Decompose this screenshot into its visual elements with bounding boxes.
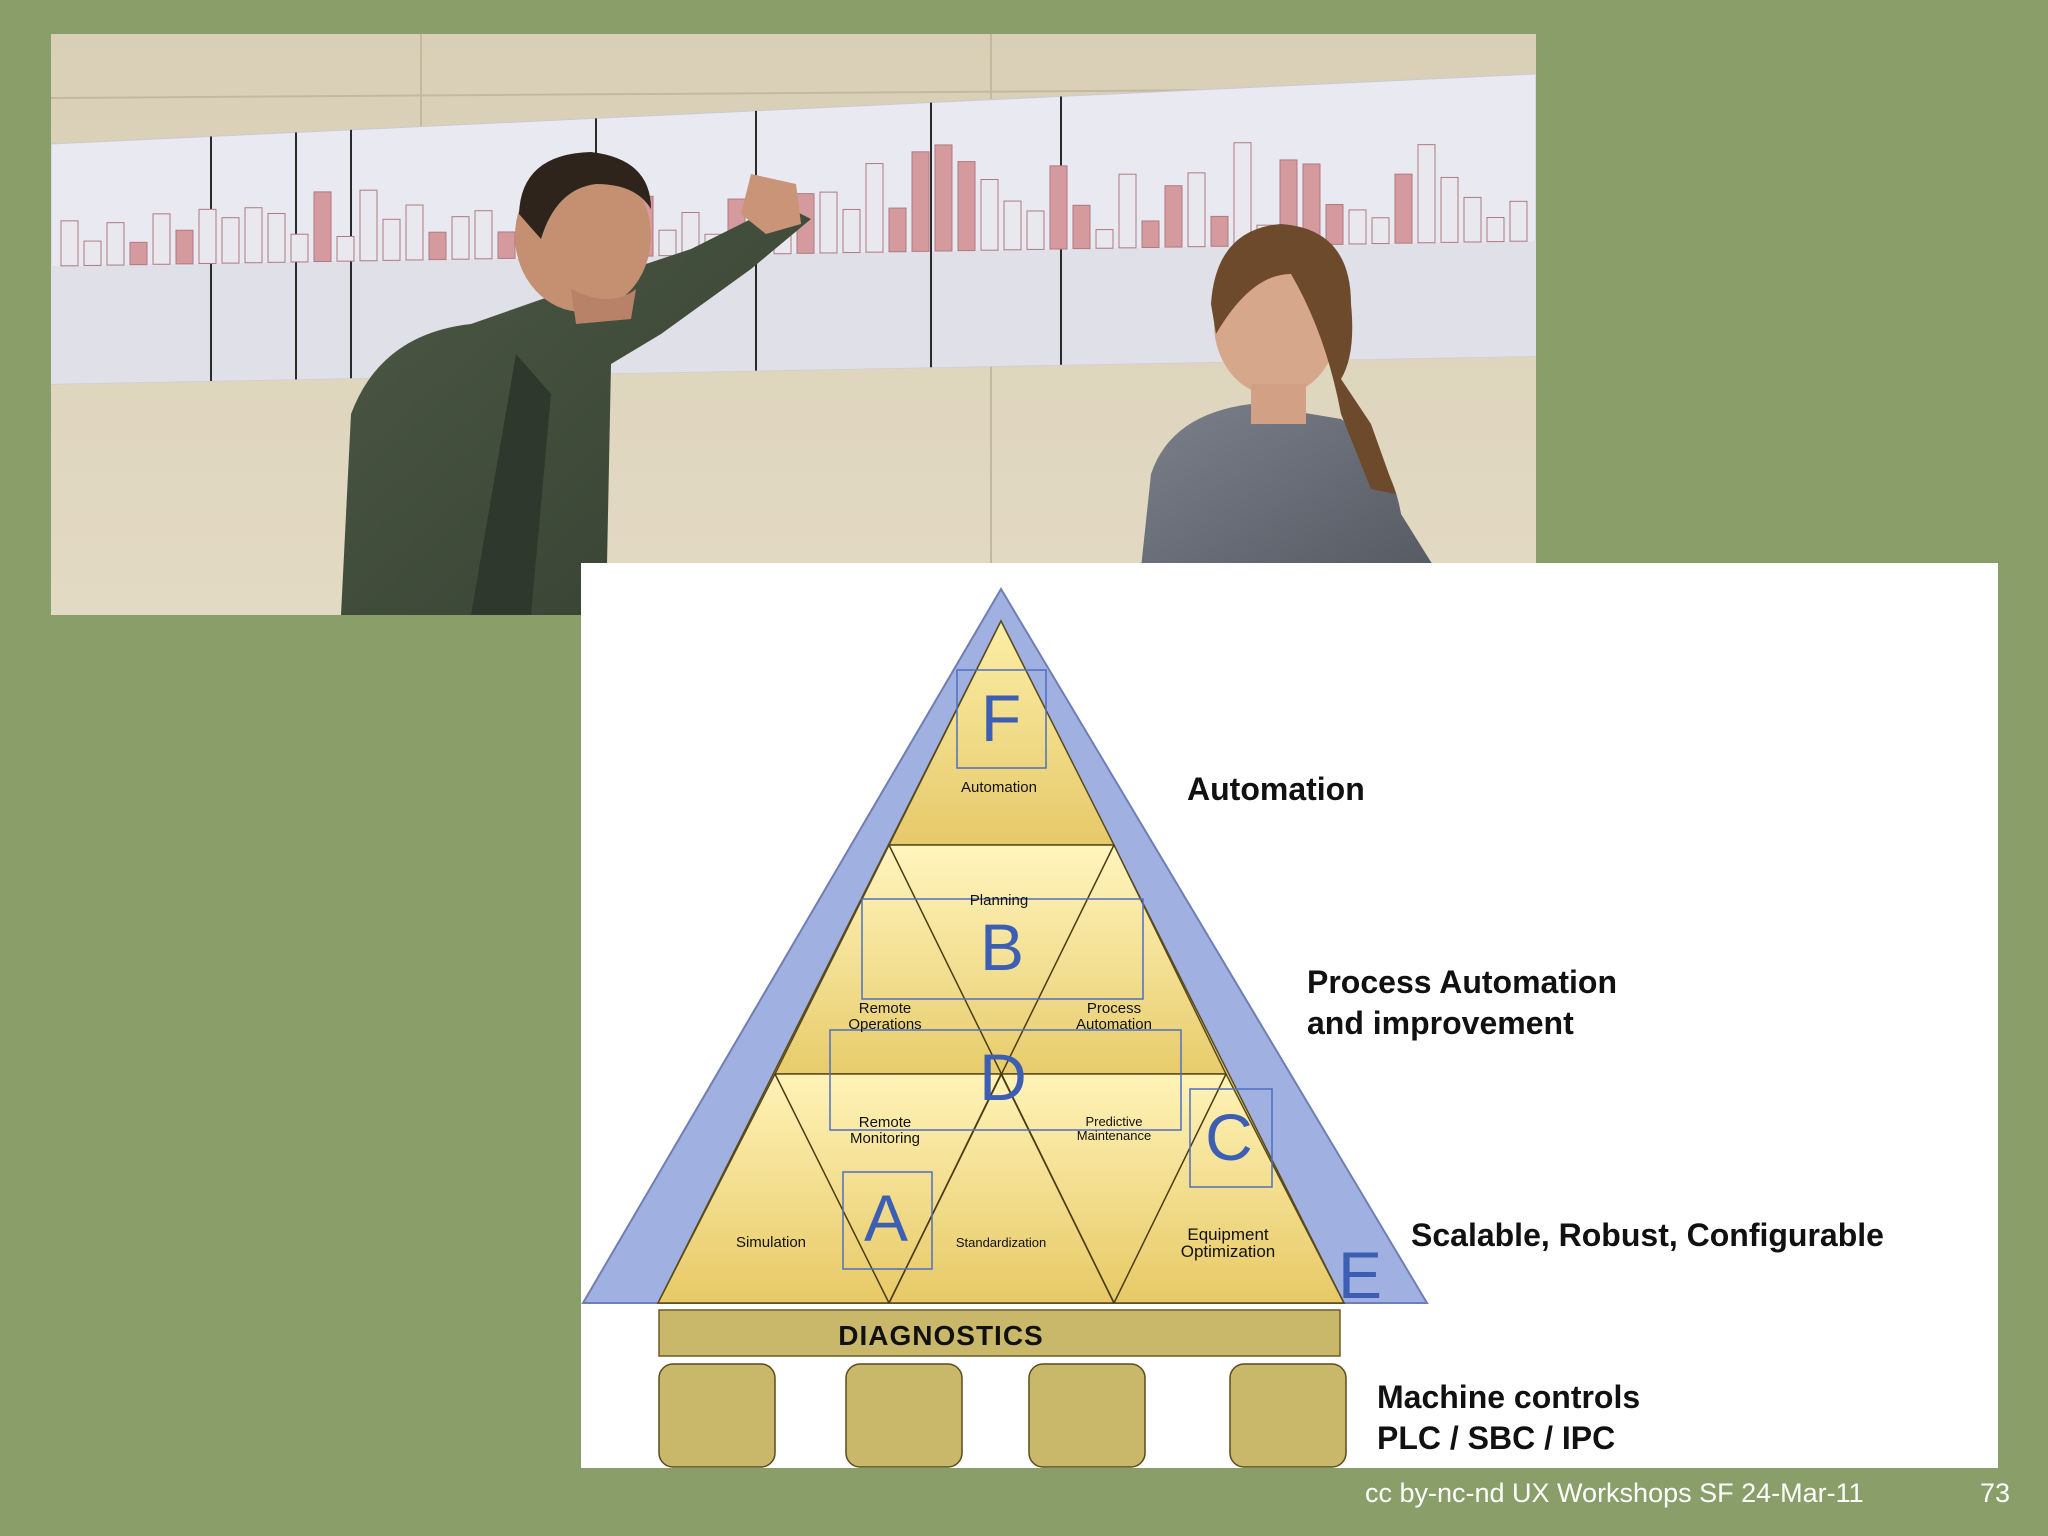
segment-label-equipment-optimization-2: Optimization	[1181, 1242, 1275, 1261]
wall-chart-photo	[51, 34, 1536, 615]
machine-block-2	[845, 1363, 963, 1468]
man-figure	[341, 152, 811, 615]
wall-chart-bars	[60, 142, 1528, 267]
page-number: 73	[1980, 1478, 2011, 1508]
right-label-process-1: Process Automation	[1307, 964, 1617, 1000]
segment-label-automation: Automation	[961, 779, 1037, 796]
region-boxes	[829, 669, 1273, 1270]
pyramid-band-bottom	[656, 1073, 1346, 1304]
layer-letter-f: F	[981, 681, 1021, 755]
footer-credit: cc by-nc-nd UX Workshops SF 24-Mar-11	[1365, 1478, 1864, 1508]
diagnostics-bar	[658, 1309, 1341, 1357]
segment-label-remote-monitoring-1: Remote	[859, 1114, 912, 1131]
automation-pyramid-diagram: F B D C A E Automation Planning Remote O…	[581, 563, 1998, 1468]
region-box-a	[842, 1171, 933, 1270]
segment-label-process-automation-1: Process	[1087, 1000, 1141, 1017]
segment-label-remote-operations-1: Remote	[859, 1000, 912, 1017]
segment-label-remote-operations-2: Operations	[848, 1016, 921, 1033]
region-box-b	[861, 898, 1144, 1000]
machine-block-1	[658, 1363, 776, 1468]
segment-label-equipment-optimization-1: Equipment	[1187, 1225, 1269, 1244]
right-label-scalable: Scalable, Robust, Configurable	[1411, 1217, 1884, 1253]
segment-label-standardization: Standardization	[956, 1235, 1046, 1250]
right-label-automation: Automation	[1187, 771, 1365, 807]
segment-label-remote-monitoring-2: Monitoring	[850, 1130, 920, 1147]
woman-figure	[1136, 224, 1471, 615]
segment-label-predictive-maintenance-2: Maintenance	[1077, 1128, 1151, 1143]
layer-letter-d: D	[979, 1040, 1027, 1114]
diagnostics-label: DIAGNOSTICS	[838, 1320, 1043, 1351]
segment-label-planning: Planning	[970, 892, 1028, 909]
region-box-f	[956, 669, 1047, 769]
segment-label-process-automation-2: Automation	[1076, 1016, 1152, 1033]
pyramid-lattice	[774, 844, 1227, 1304]
region-box-d	[829, 1029, 1182, 1131]
right-label-machine-2: PLC / SBC / IPC	[1377, 1420, 1615, 1456]
region-box-c	[1189, 1088, 1273, 1188]
layer-letter-a: A	[864, 1181, 908, 1255]
segment-label-predictive-maintenance-1: Predictive	[1085, 1114, 1142, 1129]
machine-block-4	[1229, 1363, 1347, 1468]
layer-letter-b: B	[980, 910, 1024, 984]
machine-block-3	[1028, 1363, 1146, 1468]
right-label-machine-1: Machine controls	[1377, 1379, 1640, 1415]
machine-control-blocks	[658, 1363, 1347, 1468]
layer-letter-e: E	[1338, 1238, 1382, 1312]
right-label-process-2: and improvement	[1307, 1005, 1574, 1041]
layer-letter-c: C	[1205, 1100, 1253, 1174]
segment-label-simulation: Simulation	[736, 1234, 806, 1251]
